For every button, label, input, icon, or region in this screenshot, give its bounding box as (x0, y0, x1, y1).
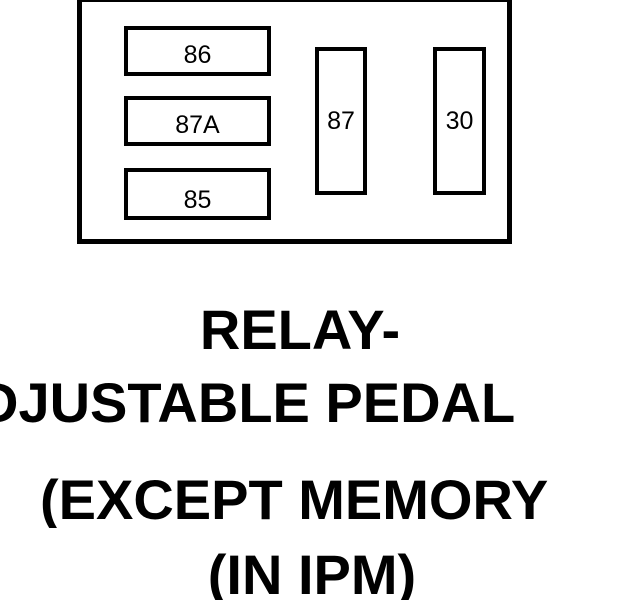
caption-line-2: DJUSTABLE PEDAL (0, 375, 516, 431)
terminal-86-label: 86 (183, 40, 212, 69)
terminal-85: 85 (124, 168, 271, 220)
terminal-85-label: 85 (183, 185, 212, 214)
caption-line-3: (EXCEPT MEMORY (40, 472, 549, 528)
terminal-87: 87 (315, 47, 367, 195)
terminal-86: 86 (124, 26, 271, 76)
terminal-87-label: 87 (327, 106, 355, 135)
caption-line-4: (IN IPM) (207, 547, 417, 600)
relay-outline (77, 0, 512, 244)
terminal-30-label: 30 (445, 106, 474, 135)
caption-line-1: RELAY- (199, 302, 401, 358)
terminal-87a-label: 87A (175, 110, 220, 139)
terminal-87a: 87A (124, 96, 271, 146)
terminal-30: 30 (433, 47, 486, 195)
